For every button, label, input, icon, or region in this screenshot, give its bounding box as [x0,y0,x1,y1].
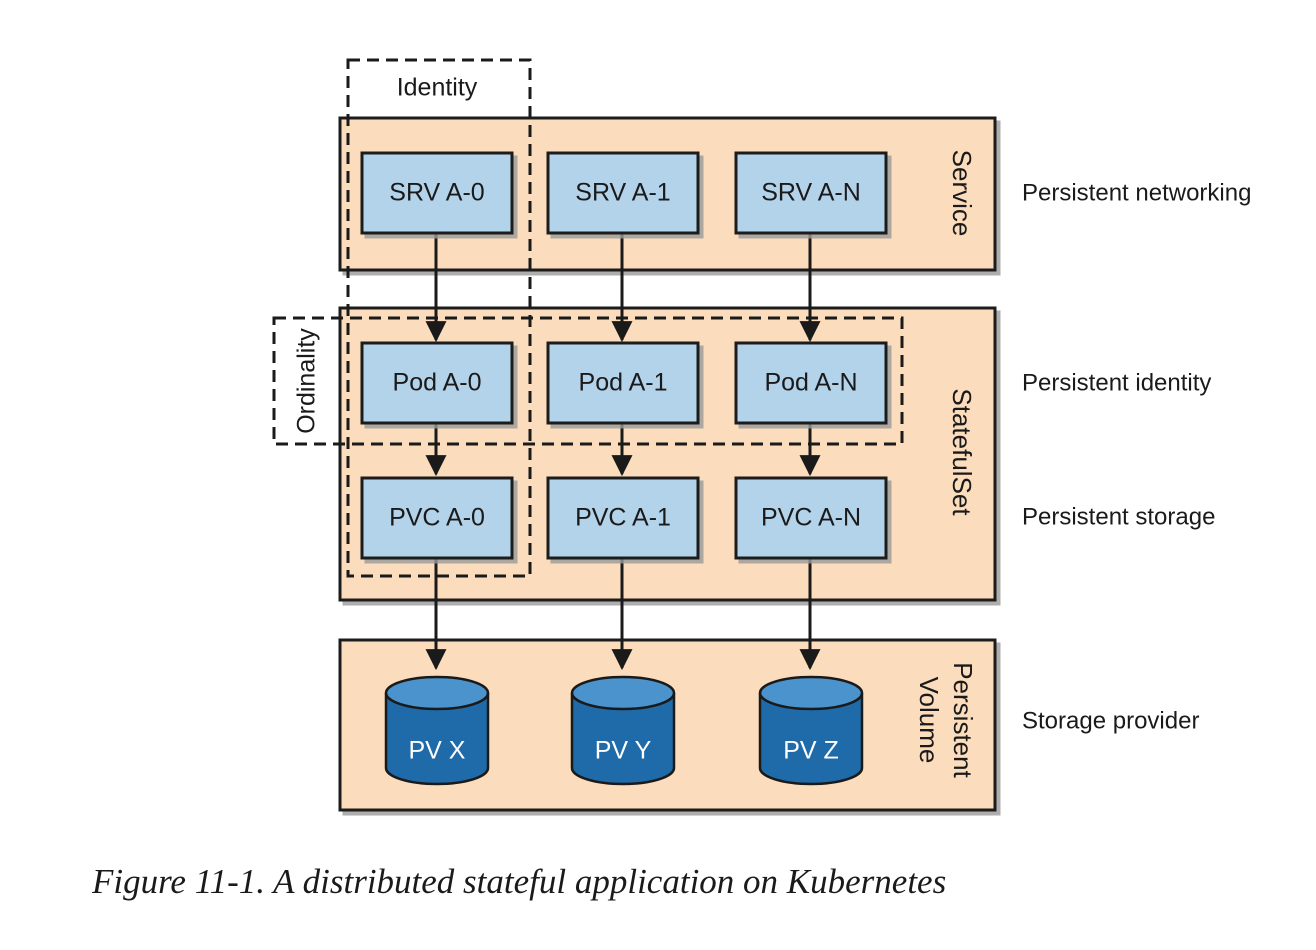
ordinality-group-border [272,316,904,446]
pv-cylinder-0-label: PV X [409,737,466,765]
service-box-0: SRV A-0 [360,151,514,235]
service-box-2-label: SRV A-N [761,179,861,207]
statefulset-panel-label: StatefulSet [947,388,977,516]
pv-cylinder-2: PV Z [758,675,864,786]
annotation-persistent-identity: Persistent identity [1022,369,1211,396]
identity-group-label: Identity [397,74,478,102]
pv-cylinder-1: PV Y [570,675,676,786]
pod-box-1: Pod A-1 [546,341,700,425]
pod-box-2-label: Pod A-N [764,369,857,397]
pod-box-2: Pod A-N [734,341,888,425]
pod-box-0: Pod A-0 [360,341,514,425]
annotation-persistent-networking: Persistent networking [1022,179,1251,206]
persistent-volume-label-line2: Volume [914,677,944,764]
pvc-box-2: PVC A-N [734,476,888,560]
pvc-box-2-label: PVC A-N [761,504,861,532]
persistent-volume-label-line1: Persistent [948,662,978,778]
pvc-box-0-label: PVC A-0 [389,504,485,532]
arrows [425,233,821,671]
pod-box-1-label: Pod A-1 [579,369,668,397]
pvc-box-0: PVC A-0 [360,476,514,560]
annotation-persistent-storage: Persistent storage [1022,503,1215,530]
pvc-box-1: PVC A-1 [546,476,700,560]
service-box-1: SRV A-1 [546,151,700,235]
pv-cylinder-1-label: PV Y [595,737,652,765]
ordinality-group-label: Ordinality [293,328,321,434]
service-box-2: SRV A-N [734,151,888,235]
annotation-storage-provider: Storage provider [1022,707,1199,734]
service-panel-label: Service [947,150,977,237]
pv-cylinder-2-label: PV Z [783,737,839,765]
pvc-box-1-label: PVC A-1 [575,504,671,532]
pod-box-0-label: Pod A-0 [393,369,482,397]
pv-cylinder-0: PV X [384,675,490,786]
figure-caption: Figure 11-1. A distributed stateful appl… [92,862,947,901]
identity-label-bg [372,70,502,106]
service-box-1-label: SRV A-1 [575,179,670,207]
service-box-0-label: SRV A-0 [389,179,484,207]
